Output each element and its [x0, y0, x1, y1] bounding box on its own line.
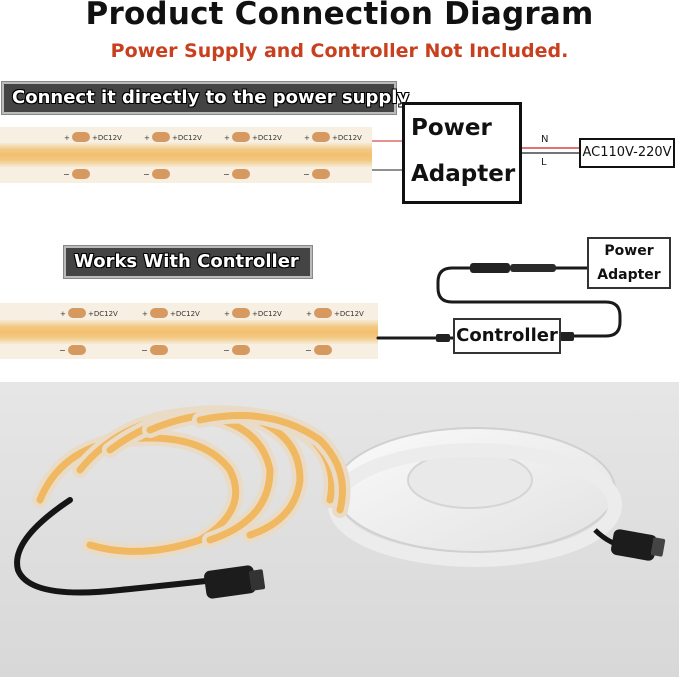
- pad-label: +DC12V: [92, 134, 122, 142]
- power-adapter-box-2: Power Adapter: [587, 237, 671, 289]
- solder-pad-top: [68, 308, 86, 318]
- pad-label: +DC12V: [252, 310, 282, 318]
- power-adapter-box-1: Power Adapter: [402, 102, 522, 204]
- coil-led-line: [196, 412, 346, 514]
- page-subtitle: Power Supply and Controller Not Included…: [110, 40, 569, 62]
- pad-minus: −: [143, 170, 150, 179]
- solder-pad-bottom: [68, 345, 86, 355]
- led-strip-1: +DC12V + − +DC12V + − +DC12V + − +DC12V + −: [0, 127, 372, 183]
- strip1-wires: [372, 140, 402, 171]
- pad-minus: −: [303, 170, 310, 179]
- pad-minus: −: [223, 170, 230, 179]
- pad-minus: −: [305, 346, 312, 355]
- adapter1-line2: Adapter: [411, 161, 516, 187]
- pad-minus: −: [223, 346, 230, 355]
- solder-pad-bottom: [232, 169, 250, 179]
- solder-pad-top: [232, 132, 250, 142]
- banner-direct-connection: Connect it directly to the power supply: [2, 82, 409, 114]
- pad-plus: +: [224, 310, 230, 318]
- solder-pad-top: [232, 308, 250, 318]
- controller-cables: [376, 263, 622, 342]
- pad-plus: +: [142, 310, 148, 318]
- solder-pad-top: [150, 308, 168, 318]
- solder-pad-bottom: [152, 169, 170, 179]
- solder-pad-bottom: [72, 169, 90, 179]
- pad-label: +DC12V: [252, 134, 282, 142]
- pad-plus: +: [224, 134, 230, 142]
- pad-plus: +: [304, 134, 310, 142]
- solder-pad-bottom: [150, 345, 168, 355]
- wire-label-n: N: [541, 134, 549, 145]
- adapter1-line1: Power: [411, 115, 492, 141]
- solder-pad-top: [312, 132, 330, 142]
- coil-led-line: [36, 434, 240, 555]
- controller-box: Controller: [453, 318, 561, 354]
- adapter2-line2: Adapter: [597, 267, 661, 283]
- pad-label: +DC12V: [88, 310, 118, 318]
- pad-minus: −: [63, 170, 70, 179]
- solder-pad-top: [72, 132, 90, 142]
- solder-pad-top: [152, 132, 170, 142]
- solder-pad-bottom: [312, 169, 330, 179]
- pad-label: +DC12V: [332, 134, 362, 142]
- page-title: Product Connection Diagram: [85, 0, 594, 32]
- product-photo: [0, 382, 679, 677]
- pad-plus: +: [144, 134, 150, 142]
- pad-plus: +: [306, 310, 312, 318]
- ac-voltage-box: AC110V-220V: [579, 138, 675, 168]
- pad-plus: +: [64, 134, 70, 142]
- ac-wires: [513, 147, 579, 154]
- pad-plus: +: [60, 310, 66, 318]
- pad-label: +DC12V: [170, 310, 200, 318]
- pad-minus: −: [141, 346, 148, 355]
- wire-label-l: L: [541, 157, 547, 168]
- adapter2-line1: Power: [604, 243, 654, 259]
- solder-pad-bottom: [232, 345, 250, 355]
- led-strip-2: +DC12V + − +DC12V + − +DC12V + − +DC12V + −: [0, 303, 378, 359]
- pad-label: +DC12V: [334, 310, 364, 318]
- pad-minus: −: [59, 346, 66, 355]
- solder-pad-bottom: [314, 345, 332, 355]
- solder-pad-top: [314, 308, 332, 318]
- pad-label: +DC12V: [172, 134, 202, 142]
- banner-works-with-controller: Works With Controller: [64, 246, 312, 278]
